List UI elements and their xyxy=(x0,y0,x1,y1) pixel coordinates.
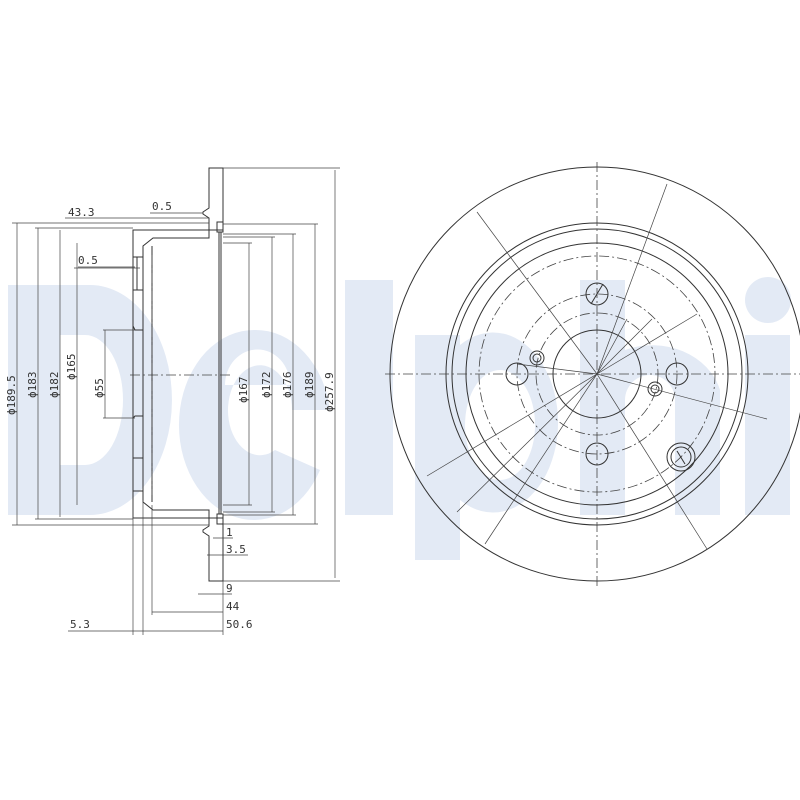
dim-d182: ϕ182 xyxy=(48,372,61,399)
logo-letter-h xyxy=(580,280,720,515)
delphi-watermark xyxy=(8,277,791,560)
dim-9: 9 xyxy=(226,582,233,595)
dim-d165: ϕ165 xyxy=(65,354,78,381)
bolt-hole xyxy=(665,362,689,386)
dimension-labels: 43.3 0.5 0.5 ϕ189.5 ϕ183 ϕ182 ϕ165 ϕ55 ϕ… xyxy=(5,200,336,631)
dim-d167: ϕ167 xyxy=(237,377,250,404)
locating-hole xyxy=(647,381,663,397)
logo-letter-l xyxy=(345,280,393,515)
bolt-hole xyxy=(585,442,609,466)
dim-d257-9: ϕ257.9 xyxy=(323,372,336,412)
dim-0-5-hub: 0.5 xyxy=(78,254,98,267)
bolt-hole xyxy=(505,362,529,386)
disc-flange-bottom xyxy=(202,517,224,582)
dim-3-5: 3.5 xyxy=(226,543,246,556)
balance-hole xyxy=(666,442,696,472)
disc-flange-top xyxy=(202,167,224,231)
dim-43-3: 43.3 xyxy=(68,206,95,219)
hat-wall-bottom xyxy=(132,490,210,519)
dim-44: 44 xyxy=(226,600,240,613)
logo-letter-i xyxy=(745,335,790,515)
side-section-view: 43.3 0.5 0.5 ϕ189.5 ϕ183 ϕ182 ϕ165 ϕ55 ϕ… xyxy=(5,167,340,635)
logo-letter-i-dot xyxy=(745,277,791,323)
hat-wall-top xyxy=(132,229,210,258)
dim-d172: ϕ172 xyxy=(260,372,273,399)
logo-letter-d xyxy=(8,285,172,515)
dimension-lines xyxy=(12,170,336,632)
bolt-hole xyxy=(585,282,609,306)
dim-d55: ϕ55 xyxy=(93,378,106,398)
dim-5-3: 5.3 xyxy=(70,618,90,631)
logo-letter-e xyxy=(178,329,330,520)
dim-50-6: 50.6 xyxy=(226,618,253,631)
dim-d189: ϕ189 xyxy=(303,372,316,399)
dim-d176: ϕ176 xyxy=(281,372,294,399)
dim-d189-5: ϕ189.5 xyxy=(5,375,18,415)
logo-letter-p xyxy=(415,332,559,560)
front-view xyxy=(385,162,800,586)
locating-hole xyxy=(529,350,545,366)
dim-0-5-top: 0.5 xyxy=(152,200,172,213)
dim-1: 1 xyxy=(226,526,233,539)
dim-d183: ϕ183 xyxy=(26,372,39,399)
